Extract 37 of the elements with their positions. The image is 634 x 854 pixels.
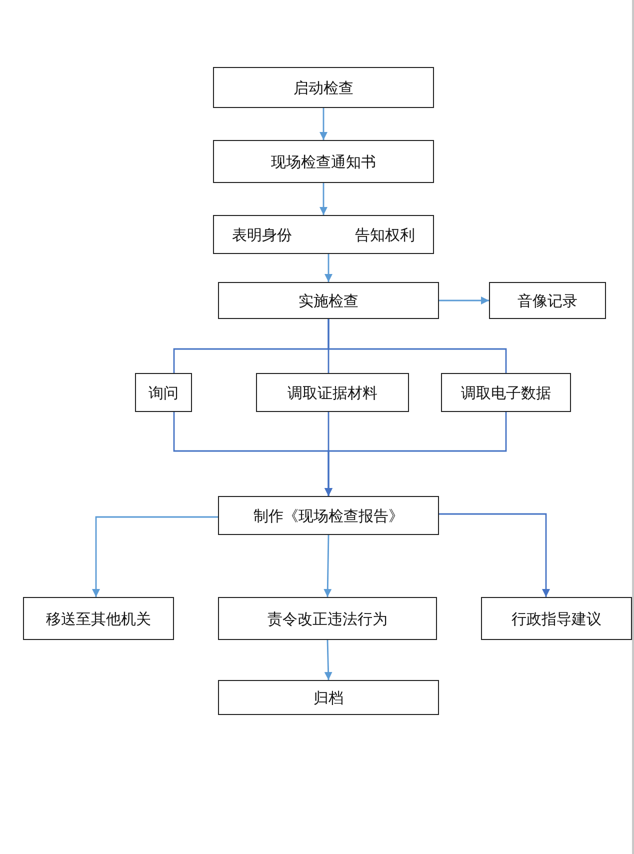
- box-label: 启动检查: [294, 78, 354, 96]
- arrow: [439, 513, 550, 597]
- process-box: [218, 496, 439, 535]
- process-box: [441, 373, 571, 412]
- process-box: [256, 373, 409, 412]
- process-box: [135, 373, 192, 412]
- box-label: 音像记录: [518, 292, 578, 310]
- connector-line: [328, 319, 507, 373]
- arrow: [92, 516, 218, 597]
- arrow: [320, 108, 328, 140]
- box-label: 告知权利: [355, 226, 415, 244]
- box-label: 现场检查通知书: [271, 152, 376, 170]
- arrow: [324, 640, 332, 680]
- process-box: [213, 67, 434, 108]
- process-box: [218, 282, 439, 319]
- arrow: [324, 254, 332, 282]
- process-box: [489, 282, 606, 319]
- process-box: [218, 680, 439, 715]
- arrow: [320, 183, 328, 215]
- box-label: 移送至其他机关: [46, 610, 151, 628]
- process-box: [213, 140, 434, 183]
- process-box: [23, 597, 174, 640]
- box-label: 行政指导建议: [512, 610, 602, 628]
- box-label: 实施检查: [298, 292, 358, 310]
- box-label: 表明身份: [232, 226, 292, 244]
- box-label: 责令改正违法行为: [268, 610, 388, 628]
- box-label: 制作《现场检查报告》: [254, 506, 404, 524]
- box-label: 调取电子数据: [461, 384, 551, 402]
- arrow: [324, 534, 332, 598]
- process-box: [213, 215, 434, 254]
- box-label: 询问: [148, 384, 178, 402]
- process-box: [218, 597, 437, 640]
- arrow: [324, 412, 507, 496]
- box-label: 归档: [314, 688, 344, 706]
- arrow: [439, 296, 489, 304]
- box-label: 调取证据材料: [288, 384, 378, 402]
- process-box: [481, 597, 632, 640]
